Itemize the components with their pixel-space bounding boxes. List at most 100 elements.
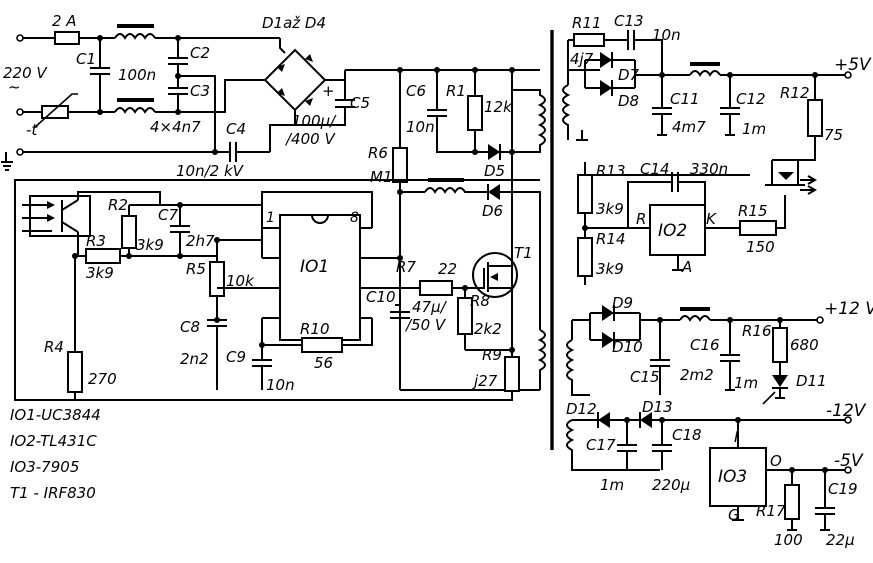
io3-pin-o: O xyxy=(770,452,782,470)
c16-value: 2m2 xyxy=(680,366,714,384)
choke-top xyxy=(114,33,156,40)
r12-value: 75 xyxy=(824,126,843,144)
c23-value: 4×4n7 xyxy=(150,118,201,136)
d7-label: D7 xyxy=(618,66,640,84)
c18-name: C18 xyxy=(672,426,702,444)
mosfet-t1 xyxy=(465,252,518,300)
thermistor-symbol xyxy=(41,105,69,119)
c16b-value: 1m xyxy=(734,374,758,392)
secondary-5v xyxy=(562,30,852,150)
r1-value: 12k xyxy=(484,98,513,116)
r8-name: R8 xyxy=(470,292,490,310)
fuse-symbol xyxy=(54,31,80,45)
c14-name: C14 xyxy=(640,160,670,178)
terminal-l xyxy=(16,34,24,42)
c11-name: C11 xyxy=(670,90,700,108)
thermistor-label: -t xyxy=(26,121,38,139)
r17-name: R17 xyxy=(756,502,786,520)
c19-value: 22µ xyxy=(826,531,855,549)
r10-name: R10 xyxy=(300,320,330,338)
terminal-pe xyxy=(16,148,24,156)
io2-pin-r: R xyxy=(636,210,646,228)
t1-name: T1 xyxy=(514,244,533,262)
io1-name: IO1 xyxy=(300,257,329,277)
c5-value-1: 100µ/ xyxy=(292,112,337,130)
r1-name: R1 xyxy=(446,82,466,100)
r13-value: 3k9 xyxy=(596,200,624,218)
r16-name: R16 xyxy=(742,322,772,340)
fuse-label: 2 A xyxy=(52,12,77,30)
r8-value: 2k2 xyxy=(474,320,502,338)
r14-value: 3k9 xyxy=(596,260,624,278)
primary-switching xyxy=(14,67,546,401)
d10-label: D10 xyxy=(612,338,643,356)
c6-value: 10n xyxy=(406,118,435,136)
feedback-io2 xyxy=(577,150,818,285)
d6-label: D6 xyxy=(482,202,503,220)
secondary-12v xyxy=(566,305,824,405)
r2-value: 3k9 xyxy=(136,236,164,254)
out-minus12: -12V xyxy=(826,401,867,421)
r6-name: R6 xyxy=(368,144,388,162)
c18-value: 220µ xyxy=(652,476,690,494)
d8-label: D8 xyxy=(618,92,639,110)
io3-name: IO3 xyxy=(718,467,747,487)
c8-name: C8 xyxy=(180,318,200,336)
io3-pin-g: G xyxy=(728,506,740,524)
c7-name: C7 xyxy=(158,206,178,224)
c5-name: C5 xyxy=(350,94,370,112)
io1-pin8: 8 xyxy=(350,210,359,226)
legend-line-3: IO3-7905 xyxy=(10,458,79,476)
c4-value: 10n/2 kV xyxy=(176,162,245,180)
c10-name: C10 xyxy=(366,288,396,306)
c12-name: C12 xyxy=(736,90,766,108)
legend-line-4: T1 - IRF830 xyxy=(10,484,96,502)
c3-name: C3 xyxy=(190,82,210,100)
io2-pin-k: K xyxy=(706,210,717,228)
r17-value: 100 xyxy=(774,531,803,549)
io2-chip xyxy=(649,204,706,256)
c1-name: C1 xyxy=(76,50,96,68)
io2-name: IO2 xyxy=(658,221,687,241)
input-voltage: 220 V xyxy=(3,64,48,82)
r7-value: 22 xyxy=(438,260,457,278)
legend-line-2: IO2-TL431C xyxy=(10,432,97,450)
c13-name: C13 xyxy=(614,12,644,30)
legend-line-1: IO1-UC3844 xyxy=(10,406,101,424)
c11-value: 4m7 xyxy=(672,118,706,136)
c1-value: 100n xyxy=(118,66,156,84)
r4-name: R4 xyxy=(44,338,64,356)
c10-value-2: /50 V xyxy=(404,316,447,334)
bridge-label: D1až D4 xyxy=(262,14,326,32)
secondary-neg xyxy=(566,412,852,531)
terminal-n xyxy=(16,108,24,116)
d12-label: D12 xyxy=(566,400,597,418)
r14-name: R14 xyxy=(596,230,626,248)
c8-value: 2n2 xyxy=(180,350,209,368)
io3-chip xyxy=(709,447,767,507)
r11-value: 4j7 xyxy=(570,50,594,68)
c5-value-2: /400 V xyxy=(284,130,336,148)
ac-symbol: ~ xyxy=(8,78,21,96)
r13-name: R13 xyxy=(596,162,626,180)
r11-name: R11 xyxy=(572,14,602,32)
c4-name: C4 xyxy=(226,120,246,138)
r9-name: R9 xyxy=(482,346,502,364)
c9-name: C9 xyxy=(226,348,246,366)
choke-bottom xyxy=(114,107,156,114)
mains-input xyxy=(1,24,280,171)
c15-name: C15 xyxy=(630,368,660,386)
c9-value: 10n xyxy=(266,376,295,394)
r15-name: R15 xyxy=(738,202,768,220)
c17-name: C17 xyxy=(586,436,616,454)
out-plus12: +12 V xyxy=(824,299,873,319)
r7-name: R7 xyxy=(396,258,416,276)
labels: 2 A 220 V ~ -t C1 100n C2 C3 4×4n7 C4 10… xyxy=(3,12,873,549)
io3-pin-i: I xyxy=(734,428,739,446)
r5-value: 10k xyxy=(226,272,255,290)
c13-value: 10n xyxy=(652,26,681,44)
d13-label: D13 xyxy=(642,398,673,416)
out-minus5: -5V xyxy=(834,451,864,471)
io2-pin-a: A xyxy=(681,258,692,276)
